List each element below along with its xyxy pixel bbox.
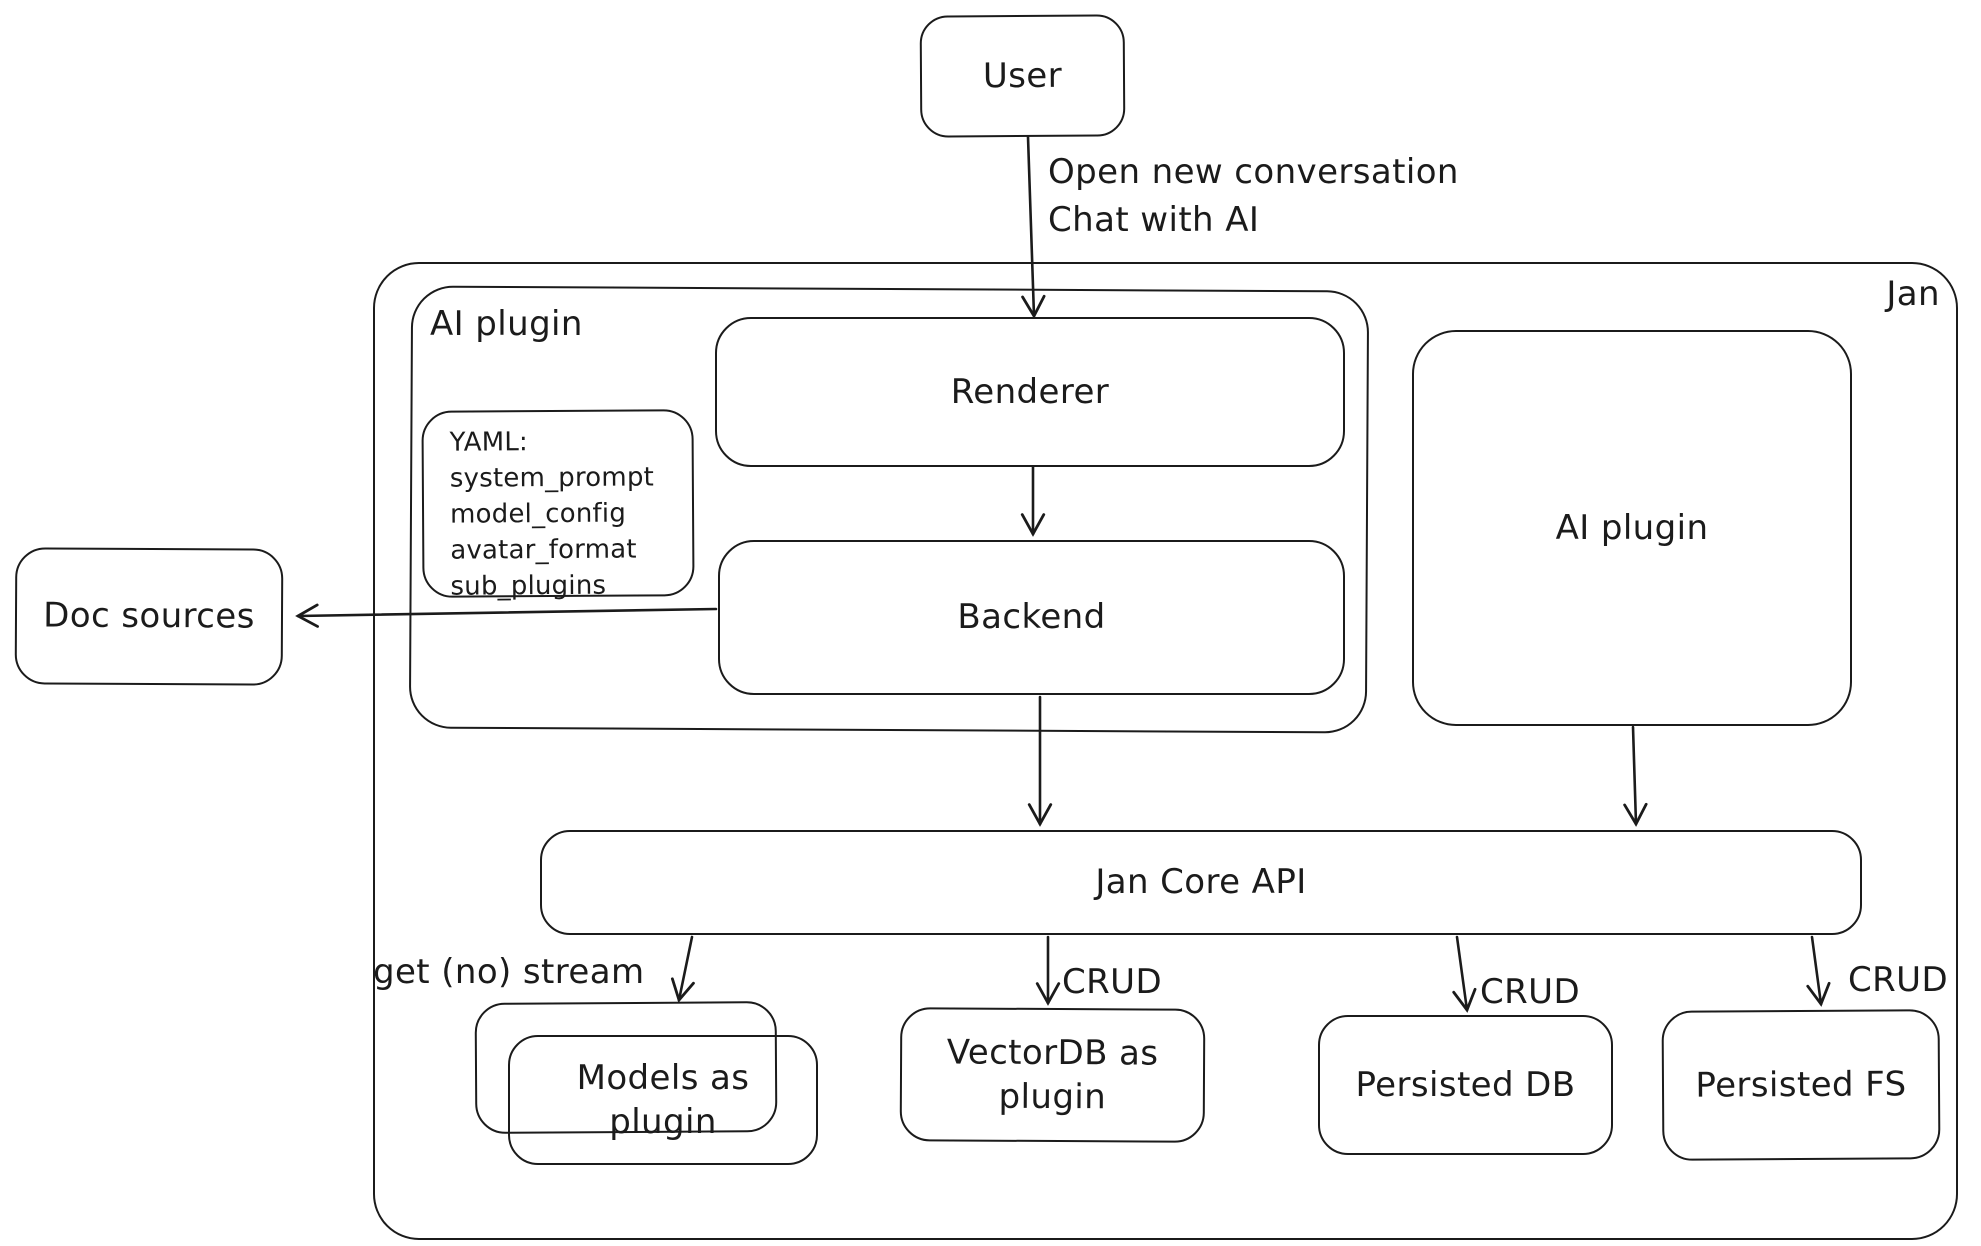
jan-container-label: Jan	[1886, 274, 1940, 314]
yaml-line: model_config	[449, 498, 627, 530]
crud-persisted-db-label: CRUD	[1480, 972, 1581, 1012]
doc-sources-node-label: Doc sources	[43, 595, 255, 637]
persisted-fs-node: Persisted FS	[1661, 1009, 1941, 1161]
yaml-line: sub_plugins	[450, 570, 607, 602]
yaml-note-text: YAML: system_prompt model_config avatar_…	[450, 423, 685, 604]
get-no-stream-label: get (no) stream	[373, 952, 645, 992]
yaml-line: avatar_format	[450, 534, 637, 566]
vectordb-plugin-node: VectorDB as plugin	[899, 1007, 1206, 1143]
crud-vectordb-label: CRUD	[1062, 962, 1163, 1002]
persisted-db-node-label: Persisted DB	[1355, 1064, 1576, 1105]
ai-plugin-right-node: AI plugin	[1412, 330, 1852, 726]
crud-persisted-fs-label: CRUD	[1848, 960, 1949, 1000]
persisted-fs-node-label: Persisted FS	[1695, 1064, 1907, 1106]
user-node-label: User	[982, 55, 1063, 97]
ai-plugin-container-label: AI plugin	[430, 304, 583, 344]
persisted-db-node: Persisted DB	[1318, 1015, 1613, 1155]
user-arrow-label: Open new conversation Chat with AI	[1048, 152, 1459, 241]
models-plugin-node-label: Models as plugin	[576, 1057, 750, 1142]
jan-core-api-node-label: Jan Core API	[1095, 862, 1307, 903]
jan-container	[373, 262, 1958, 1240]
yaml-line: system_prompt	[449, 462, 655, 494]
user-node: User	[919, 14, 1126, 138]
yaml-line: YAML:	[449, 427, 529, 458]
renderer-node-label: Renderer	[950, 371, 1110, 412]
yaml-note: YAML: system_prompt model_config avatar_…	[421, 409, 695, 602]
renderer-node: Renderer	[715, 317, 1345, 467]
ai-plugin-right-node-label: AI plugin	[1555, 507, 1709, 548]
models-plugin-node: Models as plugin	[508, 1035, 818, 1165]
vectordb-plugin-node-label: VectorDB as plugin	[946, 1032, 1159, 1118]
doc-sources-node: Doc sources	[14, 547, 284, 686]
jan-core-api-node: Jan Core API	[540, 830, 1862, 935]
backend-node-label: Backend	[957, 597, 1106, 638]
backend-node: Backend	[718, 540, 1345, 695]
